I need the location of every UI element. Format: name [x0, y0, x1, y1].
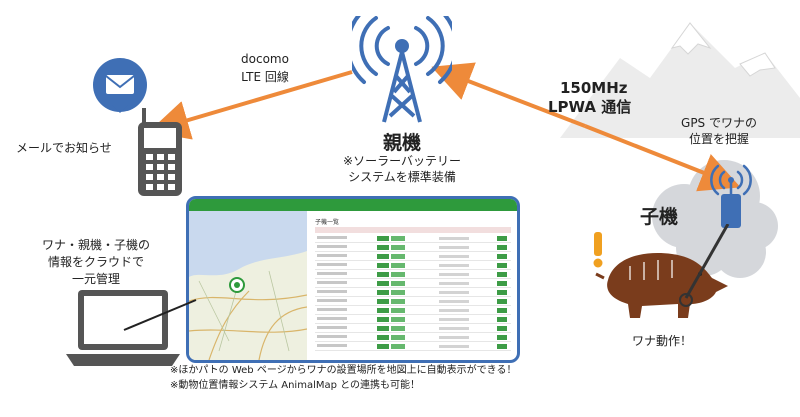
lpwa-arrow-a	[431, 62, 586, 128]
table-row	[315, 262, 511, 270]
parent-solar-line2: システムを標準装備	[348, 170, 456, 184]
mail-icon	[93, 58, 147, 113]
note-animalmap: ※動物位置情報システム AnimalMap との連携も可能！	[170, 380, 421, 391]
mail-label: メールでお知らせ	[16, 141, 112, 155]
table-row	[315, 271, 511, 279]
web-table-header	[315, 227, 511, 233]
cloud-mgmt-line3: 一元管理	[71, 272, 120, 286]
phone-icon	[138, 108, 182, 196]
parent-title: 親機	[382, 132, 421, 154]
laptop-icon	[66, 290, 180, 366]
table-row	[315, 325, 511, 333]
gps-line2: 位置を把握	[688, 132, 749, 146]
gps-line1: GPS でワナの	[681, 116, 757, 130]
web-top-bar	[189, 199, 517, 211]
child-title: 子機	[640, 206, 679, 228]
table-row	[315, 334, 511, 342]
web-unit-list-panel: 子機一覧	[311, 215, 513, 357]
table-row	[315, 298, 511, 306]
trap-wire-icon	[679, 224, 730, 307]
table-row	[315, 253, 511, 261]
lpwa-freq: 150MHz	[560, 79, 628, 97]
note-web-map: ※ほかパトの Web ページからワナの設置場所を地図上に自動表示ができる！	[170, 365, 517, 376]
parent-solar-line1: ※ソーラーバッテリー	[343, 154, 461, 168]
table-row	[315, 307, 511, 315]
trap-label: ワナ動作！	[632, 334, 693, 348]
mountain-icon	[560, 22, 800, 138]
cloud-mgmt-line2: 情報をクラウドで	[47, 255, 144, 269]
table-row	[315, 235, 511, 243]
lte-arrow	[148, 70, 353, 140]
web-map	[189, 211, 307, 360]
web-screenshot: 子機一覧	[186, 196, 520, 363]
carrier-name: docomo	[241, 52, 289, 66]
table-row	[315, 343, 511, 351]
cloud-mgmt-line1: ワナ・親機・子機の	[41, 238, 150, 252]
table-row	[315, 244, 511, 252]
table-row	[315, 280, 511, 288]
lpwa-label: LPWA 通信	[548, 98, 632, 116]
web-panel-title: 子機一覧	[315, 219, 340, 226]
table-row	[315, 316, 511, 324]
lpwa-arrow-b	[584, 124, 741, 192]
table-row	[315, 289, 511, 297]
child-unit-icon	[710, 164, 752, 228]
antenna-tower-icon	[352, 16, 452, 123]
carrier-line: LTE 回線	[241, 70, 289, 84]
exclamation-icon	[593, 232, 603, 268]
